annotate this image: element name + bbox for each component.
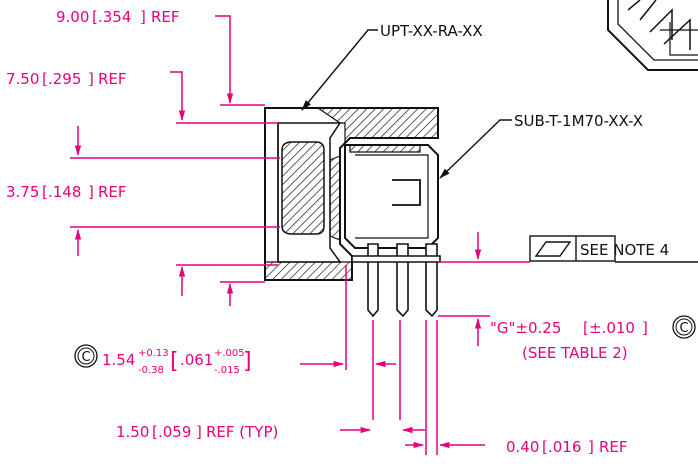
svg-text:[: [: [170, 349, 179, 374]
svg-text:[: [: [92, 8, 98, 26]
svg-text:]: ]: [196, 423, 202, 441]
svg-text:9.00: 9.00: [56, 8, 89, 26]
svg-text:-.015: -.015: [214, 365, 240, 376]
dimension-1-50: 1.50 [ .059 ] REF (TYP): [116, 423, 278, 441]
svg-text:"G"±0.25: "G"±0.25: [490, 319, 561, 337]
svg-text:0.40: 0.40: [506, 438, 539, 456]
svg-text:.016: .016: [548, 438, 581, 456]
svg-text:+0.13: +0.13: [138, 348, 169, 359]
svg-text:.148: .148: [48, 183, 81, 201]
svg-text:+.005: +.005: [214, 348, 245, 359]
svg-text:[: [: [542, 438, 548, 456]
dimension-0-40: 0.40 [ .016 ] REF: [506, 438, 628, 456]
svg-text:]: ]: [642, 319, 648, 337]
svg-text:[: [: [583, 319, 589, 337]
pins: [351, 243, 441, 318]
housing-hatching: [264, 107, 439, 281]
svg-text:[: [: [42, 70, 48, 88]
flatness-symbol-icon: [534, 241, 572, 257]
svg-text:±.010: ±.010: [589, 319, 635, 337]
svg-text:1.50: 1.50: [116, 423, 149, 441]
flatness-control-frame: [529, 235, 616, 262]
svg-text:1.54: 1.54: [102, 351, 135, 369]
svg-text:REF: REF: [599, 438, 628, 456]
svg-text:REF: REF: [98, 70, 127, 88]
part-label-upt: UPT-XX-RA-XX: [380, 22, 483, 40]
svg-text:C: C: [679, 321, 688, 336]
isometric-view-partial: [607, 0, 698, 71]
svg-text:C: C: [81, 350, 90, 365]
svg-text:.354: .354: [98, 8, 131, 26]
svg-text:.295: .295: [48, 70, 81, 88]
svg-text:REF (TYP): REF (TYP): [206, 423, 278, 441]
svg-text:]: ]: [588, 438, 594, 456]
svg-text:]: ]: [243, 349, 252, 374]
svg-text:REF: REF: [151, 8, 180, 26]
svg-text:]: ]: [140, 8, 146, 26]
svg-text:]: ]: [88, 183, 94, 201]
svg-text:]: ]: [88, 70, 94, 88]
svg-text:7.50: 7.50: [6, 70, 39, 88]
dimension-9-00: 9.00 [ .354 ] REF: [56, 8, 180, 26]
leader-lines: [301, 29, 698, 263]
part-label-sub: SUB-T-1M70-XX-X: [514, 112, 643, 130]
svg-text:(SEE TABLE 2): (SEE TABLE 2): [522, 344, 628, 362]
flatness-note: SEE NOTE 4: [580, 241, 669, 259]
critical-symbol-icon: C: [672, 315, 696, 339]
critical-symbol-icon: C: [74, 344, 98, 368]
dimension-7-50: 7.50 [ .295 ] REF: [6, 70, 127, 88]
svg-text:3.75: 3.75: [6, 183, 39, 201]
dimension-1-54: 1.54 +0.13 -0.38 [ .061 +.005 -.015 ]: [102, 348, 252, 376]
svg-text:.059: .059: [158, 423, 191, 441]
sub-module: [344, 144, 439, 249]
dimension-lines: [70, 15, 530, 455]
svg-text:[: [: [42, 183, 48, 201]
dimension-3-75: 3.75 [ .148 ] REF: [6, 183, 127, 201]
svg-text:[: [: [152, 423, 158, 441]
svg-text:.061: .061: [180, 351, 213, 369]
dimension-g: "G"±0.25 [ ±.010 ] (SEE TABLE 2): [490, 319, 648, 362]
svg-text:REF: REF: [98, 183, 127, 201]
svg-text:-0.38: -0.38: [138, 365, 164, 376]
